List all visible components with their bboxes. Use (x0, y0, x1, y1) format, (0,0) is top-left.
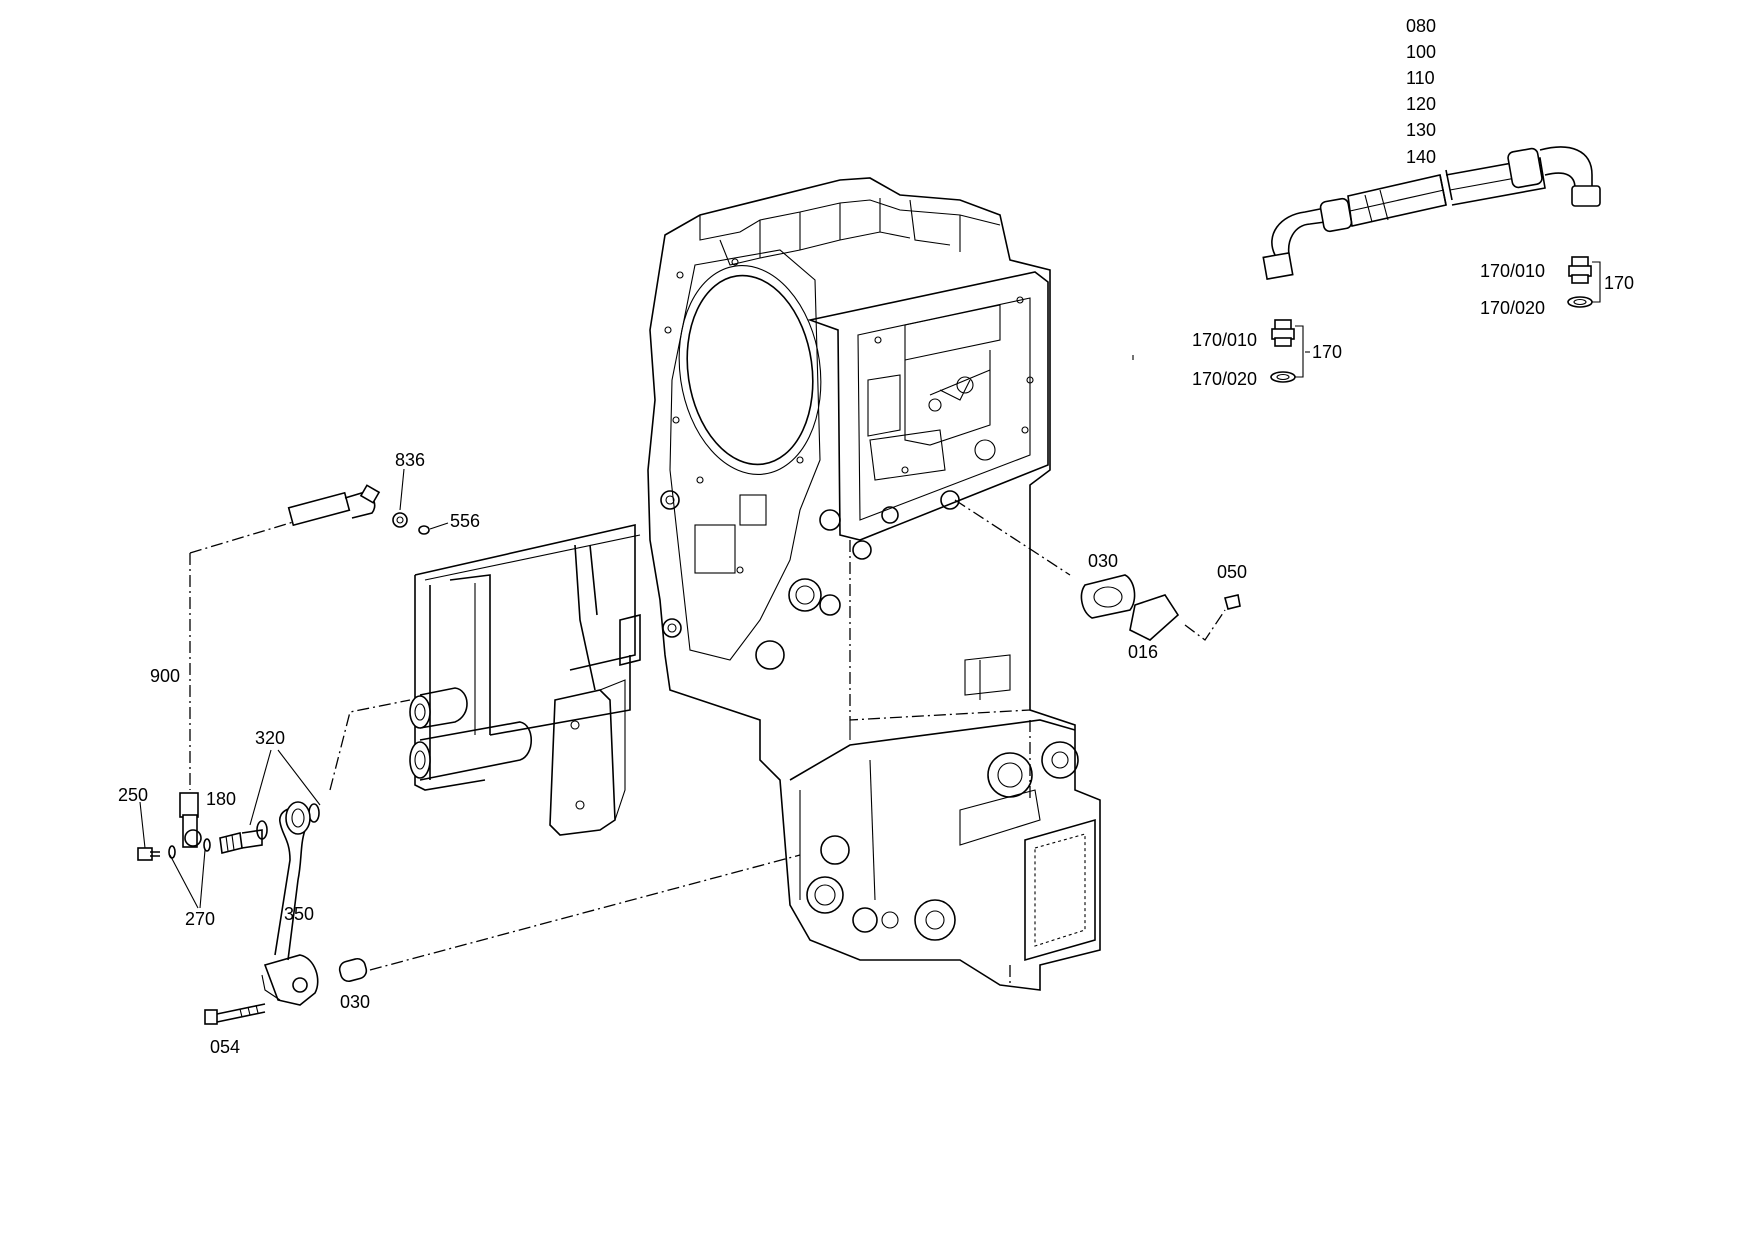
bolt-054 (204, 1003, 266, 1025)
cover-plate-right (954, 499, 1241, 641)
fitting-170-left (1270, 319, 1304, 383)
elbow-fitting-250-180 (137, 792, 320, 861)
label-016: 016 (1128, 642, 1158, 662)
label-556: 556 (450, 511, 480, 531)
label-030-right: 030 (1088, 551, 1118, 571)
label-054: 054 (210, 1037, 240, 1057)
label-030-left: 030 (340, 992, 370, 1012)
label-080: 080 (1406, 16, 1436, 36)
label-050: 050 (1217, 562, 1247, 582)
label-170-right: 170 (1604, 273, 1634, 293)
label-350: 350 (284, 904, 314, 924)
label-836: 836 (395, 450, 425, 470)
label-170-010-left: 170/010 (1192, 330, 1257, 350)
oil-pipe-900 (189, 484, 430, 790)
label-170-020-left: 170/020 (1192, 369, 1257, 389)
label-180: 180 (206, 789, 236, 809)
label-100: 100 (1406, 42, 1436, 62)
label-320: 320 (255, 728, 285, 748)
transmission-housing (647, 177, 1101, 991)
valve-carrier-frame (329, 523, 641, 836)
label-130: 130 (1406, 120, 1436, 140)
hose-assembly (1262, 146, 1601, 281)
label-120: 120 (1406, 94, 1436, 114)
leader-lines (139, 351, 1310, 909)
label-900: 900 (150, 666, 180, 686)
label-110: 110 (1406, 68, 1435, 88)
banjo-pipe-350 (261, 801, 801, 1006)
label-270: 270 (185, 909, 215, 929)
label-250: 250 (118, 785, 148, 805)
part-labels: 080 100 110 120 130 140 170/010 170/020 … (118, 16, 1634, 1057)
label-170-left: 170 (1312, 342, 1342, 362)
label-170-010-right: 170/010 (1480, 261, 1545, 281)
label-140: 140 (1406, 147, 1436, 167)
label-170-020-right: 170/020 (1480, 298, 1545, 318)
fitting-170-right (1567, 256, 1601, 308)
